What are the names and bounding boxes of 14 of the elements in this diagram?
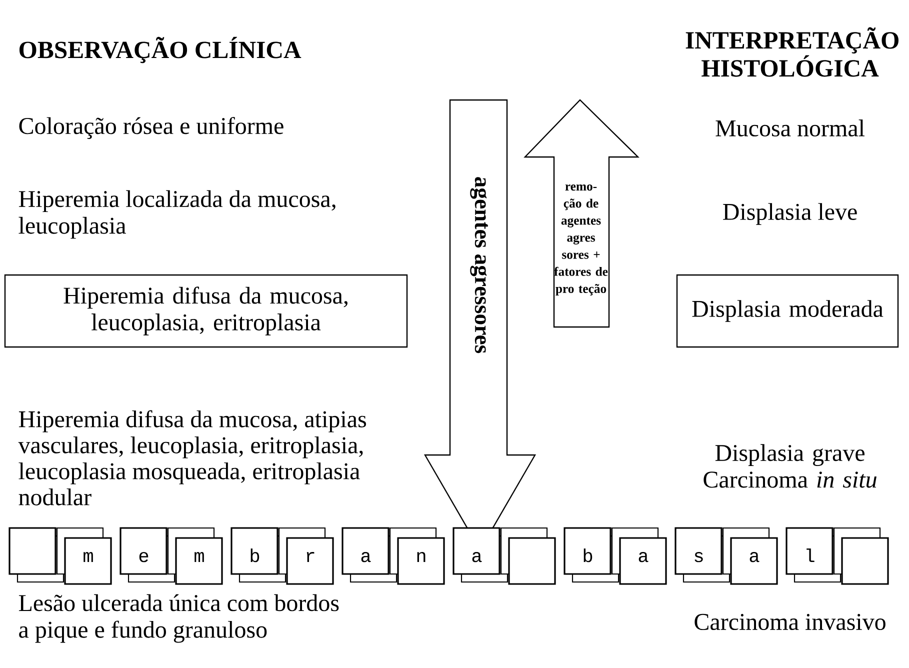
text-box: Displasia moderada [676, 274, 899, 348]
label: Hiperemia difusa da mucosa, atipias vasculares, leucoplasia, eritroplasia, leucoplasia mosqueada, eritroplasia nodular [18, 410, 366, 506]
label: Displasia grave Carcinoma in situ [704, 444, 876, 488]
label: Displasia leve [723, 203, 857, 225]
label: b a s a l [584, 548, 814, 562]
column-heading: INTERPRETAÇÃO HISTOLÓGICA [686, 27, 898, 77]
column-heading: OBSERVAÇÃO CLÍNICA [19, 36, 302, 64]
label: Carcinoma invasivo [694, 614, 886, 630]
label: Hiperemia localizada da mucosa, leucoplasia [18, 190, 336, 239]
membrane-drawing: m e m b r a n a b a s a l [8, 527, 889, 585]
label: Lesão ulcerada única com bordos a pique e fundo granuloso [18, 594, 339, 643]
label: Coloração rósea e uniforme [19, 117, 284, 139]
text-box: Hiperemia difusa da mucosa, leucoplasia, eritroplasia [4, 274, 408, 348]
label: Mucosa normal [716, 120, 865, 136]
